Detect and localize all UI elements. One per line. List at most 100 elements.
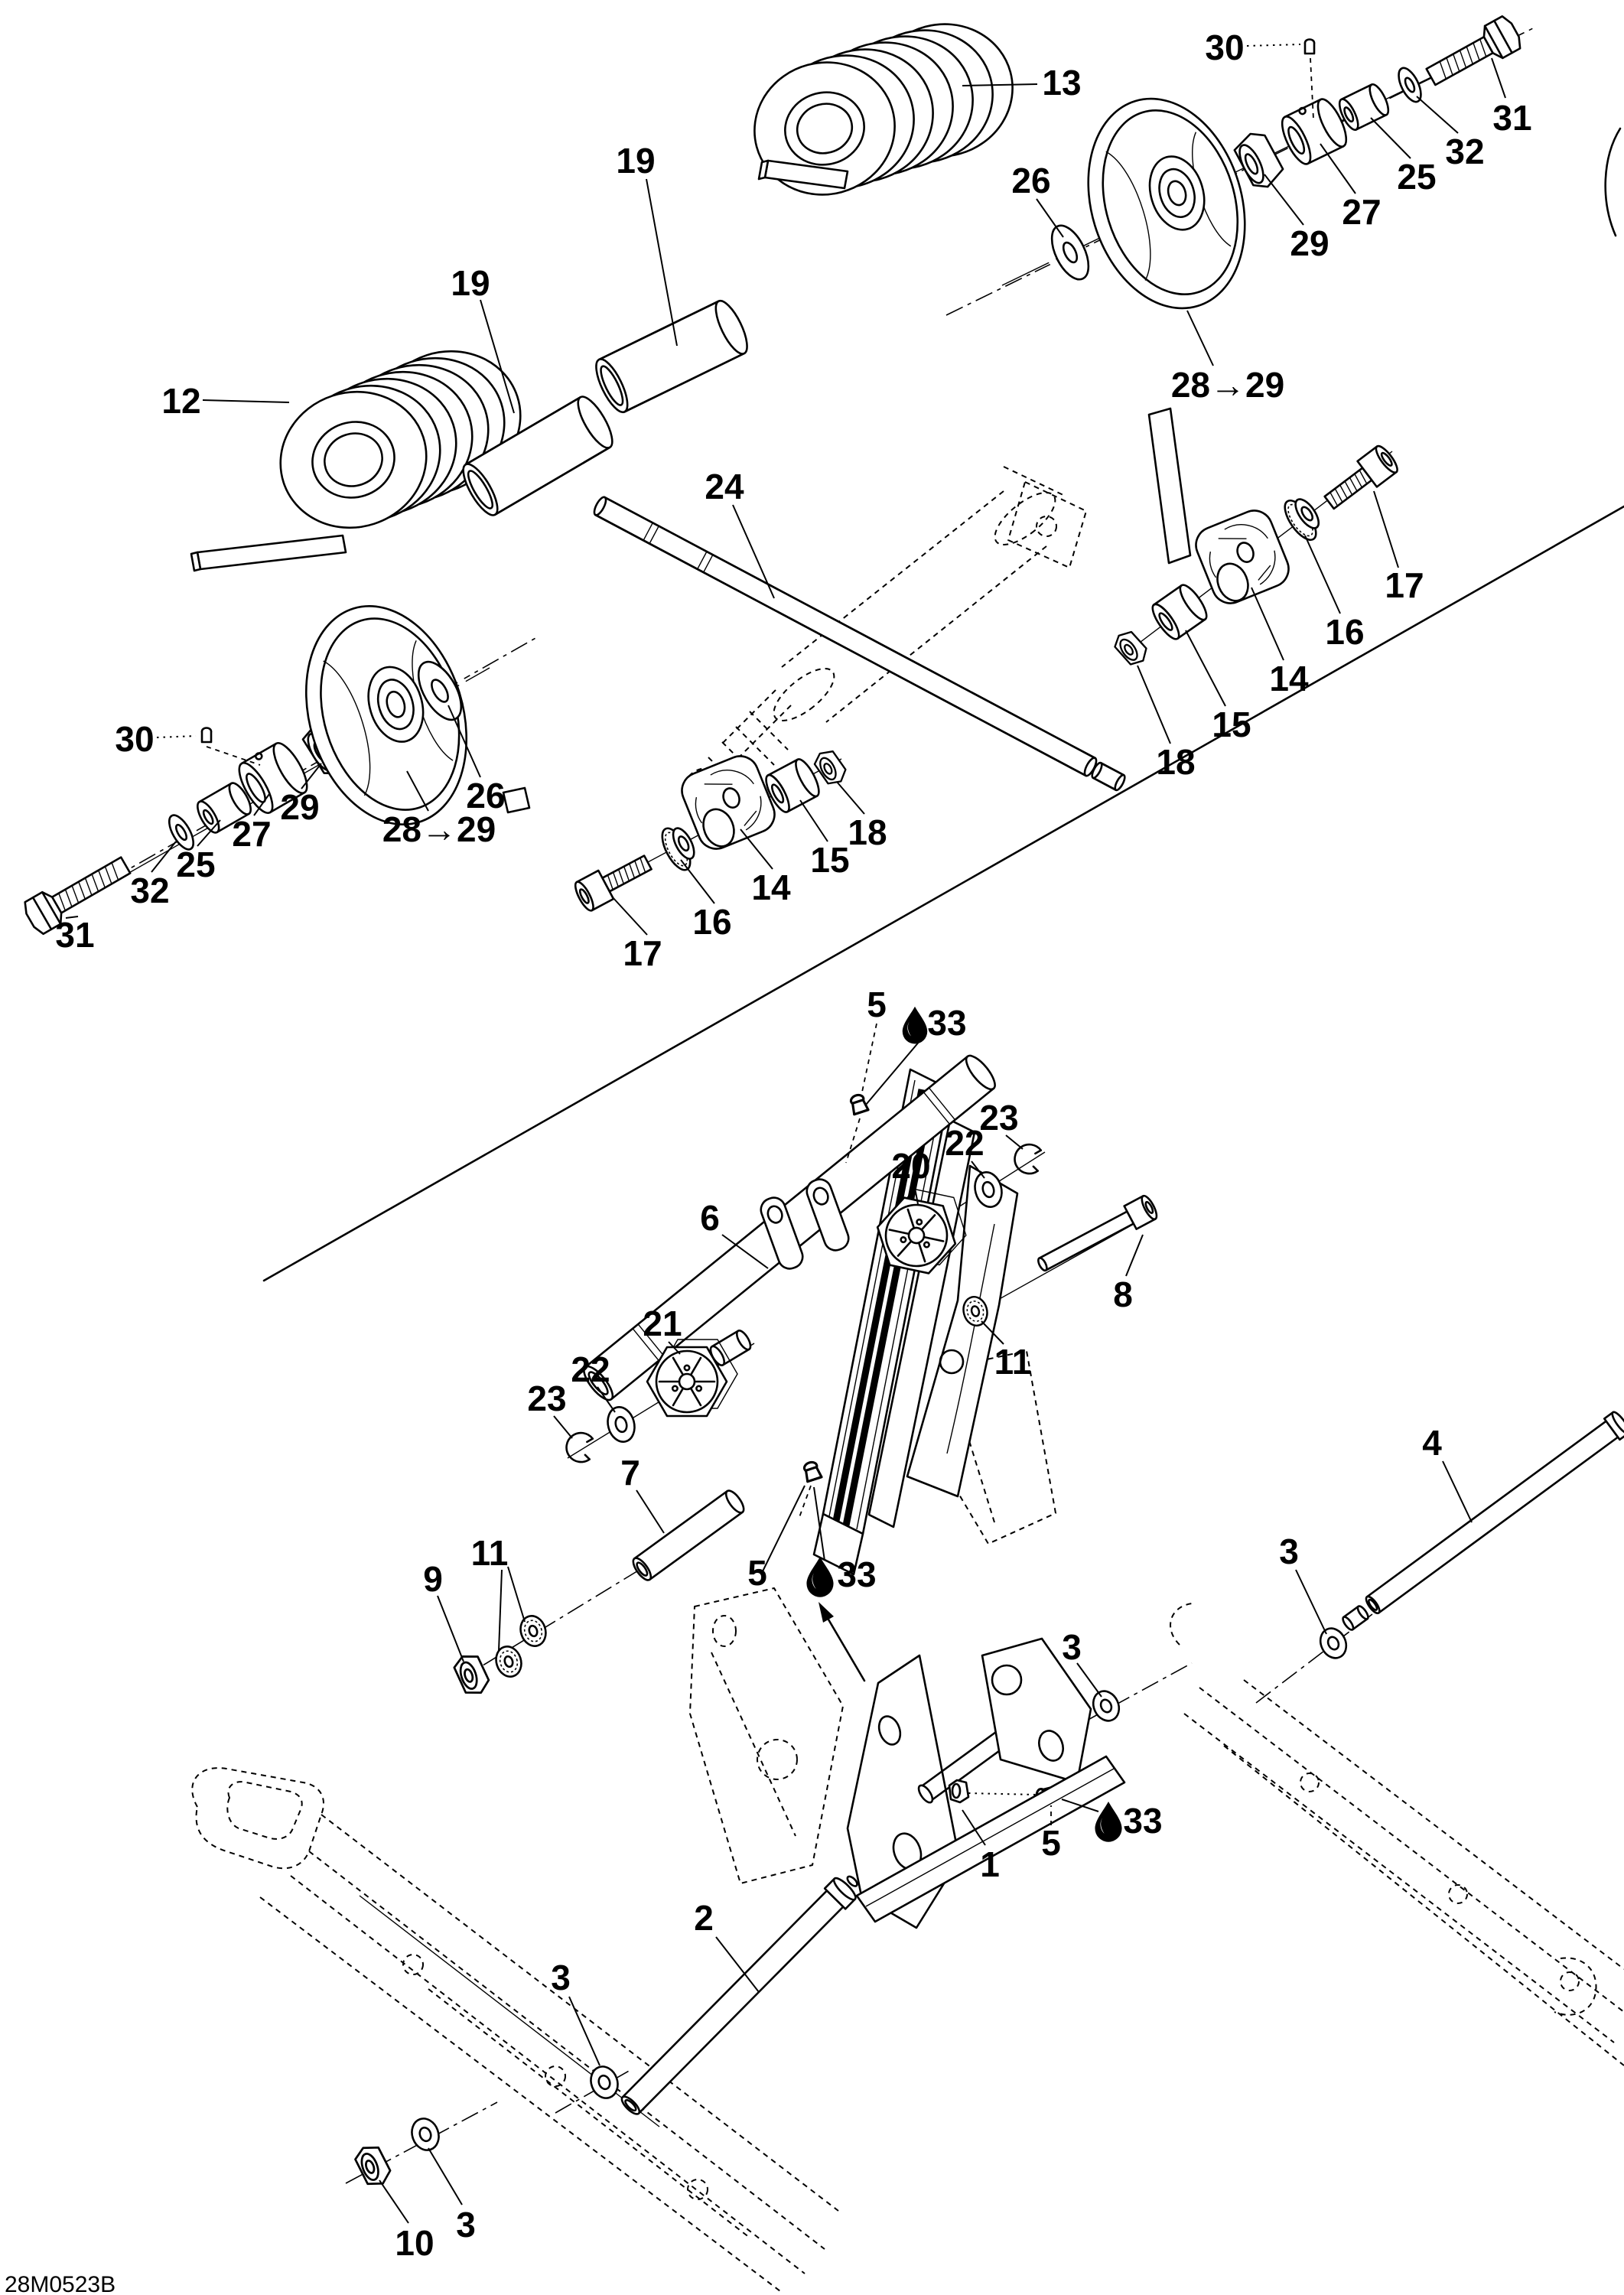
callout-3-rear: 3: [1279, 1532, 1299, 1571]
callout-27-left: 27: [232, 814, 271, 854]
drawing-code: 28M0523B: [5, 2272, 116, 2295]
washer-3-rear-part: [1319, 1627, 1348, 1659]
callout-18-right: 18: [1156, 742, 1195, 782]
callout-22-left: 22: [571, 1349, 610, 1389]
callout-15-left: 15: [810, 840, 849, 880]
callout-26-right: 26: [1011, 161, 1050, 200]
callout-25-left: 25: [176, 845, 215, 884]
callout-5-top: 5: [867, 985, 887, 1024]
axis-washer3-bracket: [1026, 1662, 1193, 1754]
axis-shaft4: [1255, 1613, 1373, 1704]
callout-17-right: 17: [1385, 565, 1424, 605]
callout-19-right: 19: [616, 141, 655, 181]
callout-18-left: 18: [848, 812, 887, 852]
callout-23-left: 23: [527, 1379, 566, 1418]
callout-33-bottom: 33: [1123, 1801, 1162, 1841]
set-screw-30-right: [1303, 38, 1316, 120]
callout-20: 20: [891, 1146, 930, 1186]
rod-24: [593, 496, 1098, 777]
circlip-23-right: [1014, 1143, 1043, 1175]
ghost-lower-bracket: [689, 1587, 844, 1884]
spacer-25-right: [1338, 83, 1390, 132]
callout-16-right: 16: [1325, 612, 1364, 652]
bolt-8: [1037, 1194, 1158, 1272]
callout-23-right: 23: [979, 1098, 1018, 1138]
callout-10: 10: [395, 2223, 434, 2263]
nut-10: [351, 2140, 395, 2191]
callout-11-left: 11: [471, 1533, 509, 1573]
washer-3-left-pair: [411, 2118, 440, 2151]
bracket-1: [846, 1637, 1126, 1929]
callout-33-top: 33: [927, 1003, 966, 1043]
bearing-29-right: [1233, 132, 1284, 188]
bolt-31-left: [24, 856, 132, 936]
callout-29-right: 29: [1290, 223, 1329, 263]
callout-13: 13: [1042, 63, 1081, 103]
tube-19-left: [462, 396, 613, 516]
callout-14-left: 14: [751, 868, 791, 907]
torsion-spring-left: [190, 350, 531, 814]
leader-lines: [65, 44, 1506, 2224]
shaft-2: [620, 1875, 858, 2115]
nut-9: [451, 1649, 493, 1700]
axle-stub: [709, 1330, 752, 1366]
bolt-31-right: [1425, 15, 1521, 86]
washer-32-left: [168, 814, 195, 851]
ghost-shock-absorber: [684, 466, 1087, 809]
callout-27-right: 27: [1342, 192, 1381, 232]
callout-31-left: 31: [55, 915, 94, 955]
callout-14-right: 14: [1269, 659, 1309, 698]
callout-30-left: 30: [115, 719, 154, 759]
callout-32-right: 32: [1445, 132, 1484, 171]
damper-14-right: [1195, 509, 1290, 604]
callout-31-right: 31: [1492, 98, 1531, 138]
callout-15-right: 15: [1212, 705, 1251, 744]
callout-25-right: 25: [1397, 157, 1436, 197]
washer-22-left: [607, 1406, 636, 1443]
washer-26-left: [417, 660, 463, 721]
shaft-4-stub: [1342, 1605, 1369, 1631]
rod-24-cap: [1091, 761, 1126, 792]
callout-1: 1: [980, 1844, 1000, 1884]
oil-drop-top-icon: [902, 1006, 928, 1044]
collar-27-right: [1281, 98, 1348, 165]
callout-28-29-right: 28→29: [1171, 365, 1284, 405]
callout-22-right: 22: [945, 1123, 984, 1163]
callout-3-front: 3: [456, 2205, 476, 2245]
ghost-rail-left: [191, 1767, 839, 2292]
washer-11-left-a: [516, 1611, 551, 1651]
callout-2: 2: [694, 1898, 714, 1938]
callout-8: 8: [1113, 1274, 1133, 1314]
bolt-17-right: [1323, 444, 1398, 510]
callout-17-left: 17: [623, 933, 662, 973]
callout-3-rail-left: 3: [551, 1958, 571, 1997]
callout-labels: 12 19 19 24 13 30 31 32 25 27 29 26 28→2…: [55, 28, 1531, 2263]
callout-6: 6: [700, 1198, 720, 1238]
shaft-7: [632, 1489, 745, 1581]
washer-22-right: [974, 1171, 1003, 1208]
callout-24: 24: [705, 467, 744, 506]
axis-shaft2: [555, 2069, 631, 2114]
grease-fitting-top: [848, 1092, 870, 1116]
ghost-rail-right: [1170, 1603, 1624, 2066]
edge-arc: [1604, 127, 1622, 237]
callout-26-left: 26: [466, 776, 505, 815]
assembly-arrow: [819, 1602, 866, 1682]
nut-18-right: [1110, 626, 1152, 671]
grease-fitting-mid: [801, 1459, 823, 1483]
washer-3-bracket-part: [1092, 1690, 1121, 1722]
callout-33-mid: 33: [837, 1554, 876, 1594]
circlip-23-left: [565, 1431, 594, 1463]
wheel-28-29-right: [1087, 97, 1246, 310]
axis-shaft7: [458, 1569, 640, 1681]
tube-19-right: [595, 299, 748, 414]
callout-11-right: 11: [994, 1342, 1032, 1382]
set-screw-30-left: [200, 727, 261, 766]
spacer-25-left: [197, 782, 252, 834]
washer-16-left: [661, 827, 695, 871]
callout-5-mid: 5: [747, 1553, 767, 1593]
callout-4: 4: [1422, 1423, 1442, 1463]
torsion-spring-right: [753, 23, 1192, 565]
shaft-4: [1365, 1411, 1624, 1615]
